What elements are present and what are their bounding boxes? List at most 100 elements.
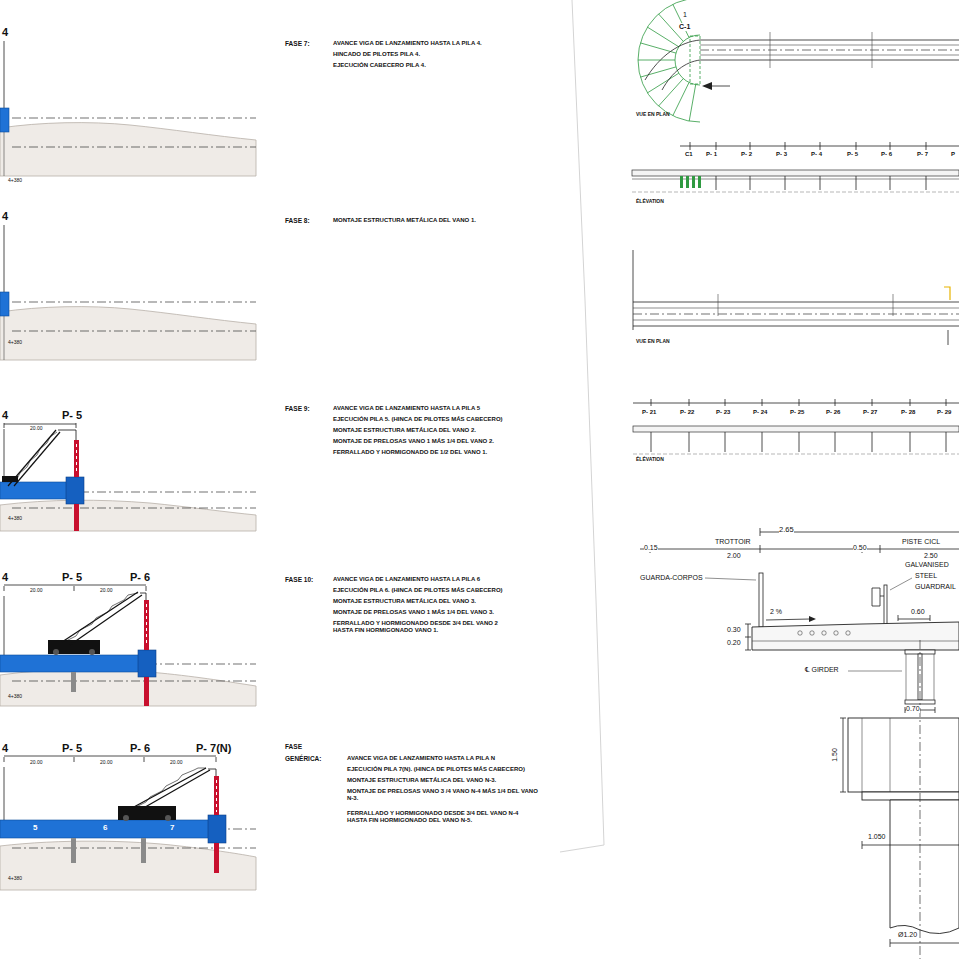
view-title: VUE EN PLAN: [636, 339, 670, 345]
phase-step: MONTAJE ESTRUCTURA METÁLICA DEL VANO 3.: [333, 598, 476, 605]
phase-sketch: [74, 440, 79, 477]
elevation-view: [725, 399, 726, 406]
phase-sketch: [0, 669, 256, 706]
elevation-view: [856, 176, 857, 190]
elevation-view: [872, 432, 873, 452]
phase-sketch: [62, 592, 138, 642]
chainage: 4+380: [8, 694, 22, 700]
chainage: 4+380: [8, 178, 22, 184]
phase-title: FASE 7:: [285, 40, 310, 47]
phase-step: MONTAJE ESTRUCTURA METÁLICA DEL VANO 1.: [333, 217, 476, 224]
elevation-view: [946, 432, 947, 452]
elevation-view: [632, 170, 959, 176]
cross-section: [745, 624, 751, 625]
chainage: 4+380: [8, 340, 22, 346]
cross-section: [752, 641, 959, 642]
phase-step: EJECUCIÓN PILA 6. (HINCA DE PILOTES MÁS …: [333, 587, 503, 594]
phase-title: GENÉRICA:: [285, 755, 321, 762]
phase-sketch: [144, 677, 149, 706]
phase-title: FASE 9:: [285, 405, 310, 412]
phase-sketch: [12, 302, 256, 303]
pier-label: P- 21: [642, 409, 656, 416]
plan-view: [700, 50, 959, 51]
phase-sketch: [140, 770, 210, 810]
pier-label: P- 27: [863, 409, 877, 416]
phase-sketch: [216, 757, 217, 762]
pier-label: P- 7: [917, 151, 928, 158]
part-label: GUARDA-CORPOS: [640, 574, 703, 582]
phase-sketch: [4, 429, 5, 482]
plan-view: [645, 40, 700, 80]
phase-step: MONTAJE ESTRUCTURA METÁLICA DEL VANO N-3…: [347, 777, 496, 784]
dimension: 20.00: [100, 588, 113, 594]
cross-section: [810, 631, 814, 635]
plan-view: [700, 40, 959, 41]
phase-sketch: [0, 585, 256, 706]
cross-section: [935, 707, 936, 713]
callout-number: 1: [683, 11, 687, 19]
plan-view: [633, 326, 959, 327]
phase-step: FERRALLADO Y HORMIGONADO DE 1/2 DEL VANO…: [333, 449, 487, 456]
part-label: ℄ GIRDER: [805, 666, 839, 674]
plan-view: [872, 32, 873, 68]
cross-section: [843, 718, 844, 792]
plan-view: [647, 27, 678, 47]
elevation-view: [910, 399, 911, 406]
phase-sketch: [58, 430, 76, 440]
elevation-view: [680, 176, 683, 188]
phase-sketch: [12, 508, 256, 509]
part-label: STEEL: [915, 572, 937, 580]
phase-sketch: [74, 586, 75, 591]
cross-section: [884, 585, 887, 625]
pier-label: P- 29: [937, 409, 951, 416]
elevation-view: [698, 176, 701, 188]
dimension: 1.50: [831, 748, 839, 762]
pier-number: P- 5: [62, 742, 82, 755]
phase-sketch: [53, 649, 59, 655]
pier-label: P- 26: [826, 409, 840, 416]
cross-section: [745, 650, 751, 651]
cross-section: [930, 615, 931, 621]
pier-label: P- 22: [680, 409, 694, 416]
cross-section: [846, 631, 850, 635]
plan-view: [893, 294, 894, 316]
phase-sketch: [74, 504, 79, 531]
plan-view: [640, 67, 676, 77]
dimension: 0.15: [644, 544, 658, 552]
plan-view: [700, 60, 959, 61]
part-label: PISTE CICL: [902, 538, 940, 546]
plan-view: [638, 0, 959, 122]
elevation-view: [686, 176, 689, 188]
phase-sketch: [0, 292, 9, 316]
phase-sketch: [12, 331, 256, 332]
phase-sketch: [4, 316, 5, 360]
phase-sketch: [138, 650, 156, 677]
pier-label: P- 28: [901, 409, 915, 416]
dimension: 0.50: [853, 544, 867, 552]
dimension: 2 %: [770, 608, 782, 616]
dimension: 0.30: [727, 626, 741, 634]
phase-sketch: [4, 423, 5, 428]
phase-sketch: [4, 41, 5, 108]
plan-view: [718, 294, 719, 316]
elevation-view: [762, 399, 763, 406]
plan-view: [638, 0, 700, 122]
pier-label: P- 3: [776, 151, 787, 158]
elevation-view: [835, 399, 836, 406]
dimension: 20.00: [30, 588, 43, 594]
phase-step: FERRALLADO Y HORMIGONADO DESDE 3/4 DEL V…: [333, 620, 511, 634]
pier-number: 4: [2, 26, 8, 39]
span-number: 7: [170, 823, 174, 832]
elevation-view: [762, 432, 763, 452]
cross-section: [766, 619, 810, 620]
cross-section: [906, 654, 907, 700]
phase-sketch: [140, 593, 146, 600]
elevation-view: [785, 142, 786, 150]
pier-label: P: [951, 151, 955, 158]
dimension: 20.00: [170, 760, 183, 766]
dimension: 20.00: [30, 426, 43, 432]
phase-sketch: [14, 432, 60, 486]
phase-sketch: [0, 123, 256, 176]
elevation-view: [799, 399, 800, 406]
